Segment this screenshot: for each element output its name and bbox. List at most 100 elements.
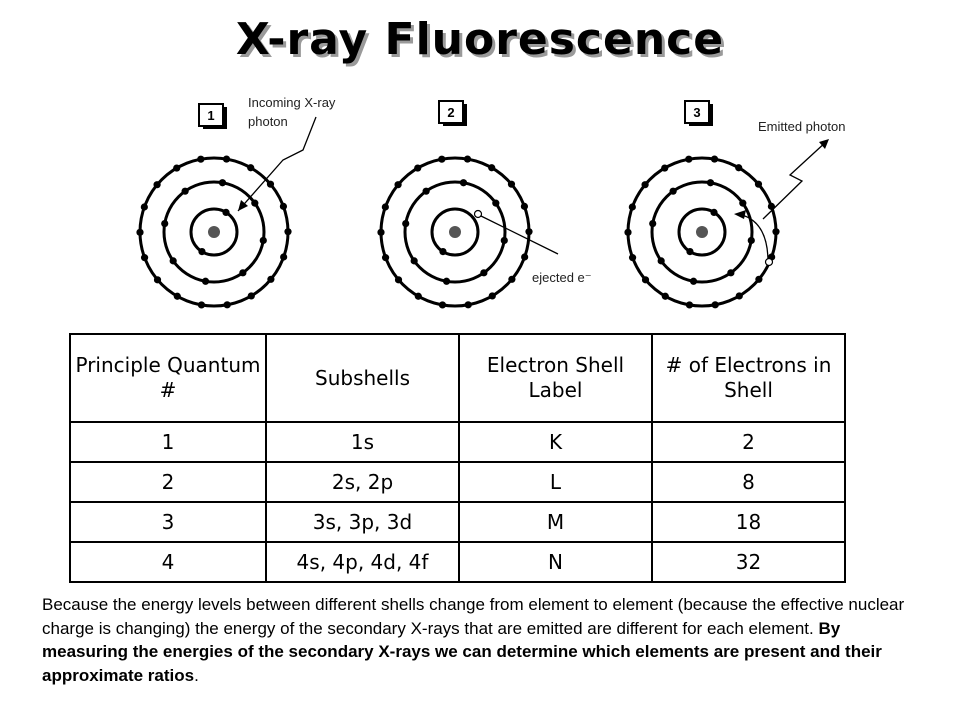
- electron: [706, 179, 715, 187]
- quantum-number-cell: 1: [69, 421, 267, 463]
- electron-count-cell: 2: [651, 421, 846, 463]
- step-box-2: 2: [438, 100, 467, 126]
- electron: [169, 257, 177, 265]
- electron: [394, 276, 403, 284]
- quantum-number-cell: 4: [69, 541, 267, 583]
- electron: [657, 257, 665, 265]
- electron: [520, 202, 529, 210]
- electron: [279, 202, 288, 210]
- shell-label-cell: L: [458, 461, 653, 503]
- electron: [508, 275, 516, 283]
- explanation-paragraph: Because the energy levels between differ…: [42, 593, 922, 687]
- electron: [464, 301, 472, 309]
- table-row: 3 3s, 3p, 3d M 18: [69, 501, 846, 543]
- nucleus: [696, 226, 708, 238]
- vacancy-marker-step-3: [764, 257, 774, 267]
- electron: [394, 181, 402, 189]
- electron: [727, 269, 735, 277]
- column-header-subshells: Subshells: [265, 333, 460, 423]
- ejected-electron-path: [480, 215, 559, 255]
- page-title: X-ray Fluorescence: [235, 14, 725, 65]
- electron: [628, 254, 637, 262]
- atom-step-2: [377, 155, 533, 309]
- electron: [280, 253, 288, 261]
- electron: [161, 219, 169, 228]
- electron: [686, 248, 694, 256]
- incoming-photon-arrowhead: [238, 200, 248, 211]
- incoming-photon-label-line2: photon: [248, 114, 288, 129]
- electron: [414, 164, 422, 172]
- electron-shell-table: Principle Quantum # Subshells Electron S…: [69, 333, 846, 583]
- subshells-cell: 3s, 3p, 3d: [265, 501, 460, 543]
- explanation-emphasis: By measuring the energies of the seconda…: [42, 618, 882, 685]
- electron: [198, 248, 206, 256]
- atom-step-1: [136, 155, 292, 309]
- quantum-number-cell: 2: [69, 461, 267, 503]
- electron: [641, 276, 650, 284]
- electron: [442, 277, 451, 285]
- table-row: 4 4s, 4p, 4d, 4f N 32: [69, 541, 846, 583]
- shell-label-cell: M: [458, 501, 653, 543]
- shell-label-cell: K: [458, 421, 653, 463]
- step-box-3: 3: [684, 100, 713, 126]
- ejected-electron-label: ejected e⁻: [532, 270, 592, 285]
- column-header-quantum-number: Principle Quantum #: [69, 333, 267, 423]
- emitted-photon-label: Emitted photon: [758, 119, 845, 134]
- electron-shell-ring: [650, 180, 754, 284]
- electron: [463, 155, 472, 163]
- shell-label-cell: N: [458, 541, 653, 583]
- emitted-photon-arrowhead: [819, 139, 829, 149]
- electron: [266, 180, 275, 188]
- electron: [685, 301, 694, 309]
- electron: [685, 155, 693, 163]
- emitted-photon-arrow: [762, 140, 828, 220]
- electron-count-cell: 18: [651, 501, 846, 543]
- electron: [173, 292, 181, 300]
- electron: [772, 228, 780, 236]
- electron: [735, 292, 743, 300]
- electron: [521, 253, 529, 261]
- electron: [222, 155, 231, 163]
- electron: [438, 155, 446, 163]
- electron: [201, 277, 210, 285]
- electron-count-cell: 8: [651, 461, 846, 503]
- electron: [247, 164, 255, 172]
- electron: [197, 301, 206, 309]
- step-number-3: 3: [693, 105, 700, 120]
- step-number-2: 2: [447, 105, 454, 120]
- electron-transition-arrowhead: [734, 210, 746, 219]
- electron: [267, 275, 275, 283]
- electron: [153, 276, 162, 284]
- electron: [480, 269, 488, 277]
- subshells-cell: 1s: [265, 421, 460, 463]
- electron: [223, 301, 231, 309]
- electron: [649, 219, 657, 228]
- electron: [492, 199, 500, 207]
- electron: [661, 292, 669, 300]
- electron: [710, 208, 718, 216]
- electron: [239, 269, 247, 277]
- electron: [140, 254, 149, 262]
- electron: [381, 203, 389, 211]
- electron: [197, 155, 205, 163]
- column-header-shell-label: Electron Shell Label: [458, 333, 653, 423]
- electron: [747, 236, 755, 245]
- electron-shell-ring: [677, 207, 727, 257]
- incoming-photon-arrow: [237, 116, 317, 212]
- nucleus: [208, 226, 220, 238]
- nucleus: [449, 226, 461, 238]
- electron-shell-ring: [189, 207, 239, 257]
- electron: [628, 203, 636, 211]
- electron: [414, 292, 422, 300]
- step-number-1: 1: [207, 108, 214, 123]
- incoming-photon-label-line1: Incoming X-ray: [248, 95, 336, 110]
- electron: [755, 275, 763, 283]
- electron: [247, 292, 255, 300]
- electron: [661, 164, 669, 172]
- column-header-electron-count: # of Electrons in Shell: [651, 333, 846, 423]
- electron: [153, 181, 161, 189]
- electron: [624, 228, 632, 236]
- step-box-1: 1: [198, 103, 227, 129]
- table-row: 1 1s K 2: [69, 421, 846, 463]
- electron: [488, 164, 496, 172]
